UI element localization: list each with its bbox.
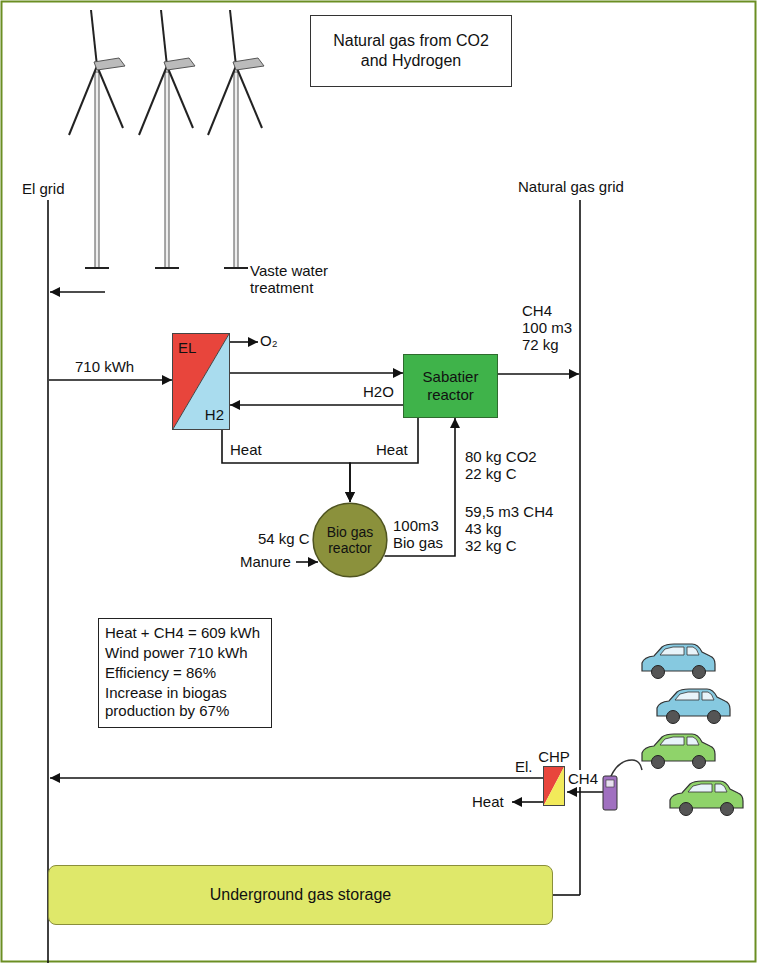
gas-label: CH4	[567, 770, 599, 787]
output-label: Heat	[472, 793, 504, 810]
quantity-label: 72 kg	[522, 336, 559, 353]
flow-arrow	[230, 372, 403, 374]
flow-label: H2O	[363, 383, 394, 400]
input-label: Manure	[240, 553, 291, 570]
wind-turbines	[69, 10, 264, 268]
flow-arrow	[350, 418, 418, 502]
flow-arrow	[384, 418, 455, 556]
node-text: CHP	[536, 748, 572, 766]
grid-lines	[48, 200, 642, 963]
gas-label: O₂	[260, 332, 278, 349]
flow-label: Heat	[230, 441, 262, 458]
node-text: Bio gas reactor	[319, 524, 381, 556]
electrolyser-box: EL H2	[172, 333, 230, 430]
grid-label: Natural gas grid	[518, 178, 624, 195]
node-text: Sabatier reactor	[410, 368, 491, 404]
reactor-box: Sabatier reactor	[403, 354, 498, 418]
quantity-label: 54 kg C	[258, 530, 310, 547]
quantity-label: 22 kg C	[465, 465, 517, 482]
biogas-circle: Bio gas reactor	[312, 502, 388, 578]
gas-label: CH4	[522, 302, 552, 319]
note-line: Wind power 710 kWh	[105, 644, 265, 662]
note-line: Efficiency = 86%	[105, 664, 265, 682]
note-line: Increase in biogas production by 67%	[105, 684, 265, 720]
part-label: H2	[205, 406, 224, 424]
note-line: Heat + CH4 = 609 kWh	[105, 624, 265, 642]
output-label: El.	[515, 758, 533, 775]
flow-label: Heat	[376, 441, 408, 458]
quantity-label: 32 kg C	[465, 537, 517, 554]
flow-arrow	[222, 430, 350, 502]
storage-band: Underground gas storage	[48, 865, 553, 925]
energy-label: 710 kWh	[75, 358, 134, 375]
quantity-label: 100 m3	[522, 319, 572, 336]
part-label: EL	[178, 339, 196, 357]
title-box: Natural gas from CO2 and Hydrogen	[310, 15, 512, 87]
note-box: Heat + CH4 = 609 kWhWind power 710 kWhEf…	[98, 618, 272, 728]
flow-arrow	[230, 404, 403, 406]
quantity-label: 43 kg	[465, 520, 502, 537]
fuel-pump	[603, 776, 617, 810]
quantity-label: 59,5 m3 CH4	[465, 503, 553, 520]
node-text: Underground gas storage	[210, 886, 391, 904]
note-label: Vaste water treatment	[250, 262, 330, 296]
quantity-label: 80 kg CO2	[465, 448, 537, 465]
node-text: Natural gas from CO2 and Hydrogen	[321, 31, 501, 71]
flow-label: 100m3 Bio gas	[393, 517, 449, 551]
cars	[642, 644, 743, 816]
chp-box	[543, 766, 565, 806]
grid-label: El grid	[22, 180, 65, 197]
